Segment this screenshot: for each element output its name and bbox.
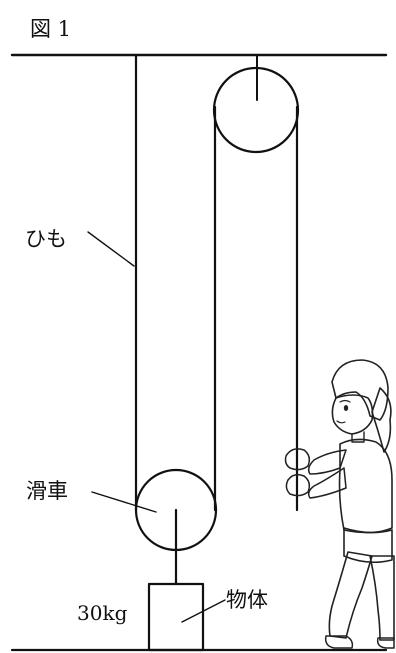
pulley-label: 滑車 <box>26 479 68 503</box>
object-leader-line <box>181 599 226 623</box>
rope-leader-line <box>87 231 135 267</box>
figure-title: 図 1 <box>30 17 71 41</box>
object-block <box>147 582 205 652</box>
object-label: 物体 <box>226 588 268 612</box>
girl-pulling-rope-illustration <box>284 359 395 649</box>
pulley-leader-line <box>91 491 157 513</box>
mass-label: 30kg <box>77 601 128 625</box>
rope-label: ひも <box>25 227 67 251</box>
